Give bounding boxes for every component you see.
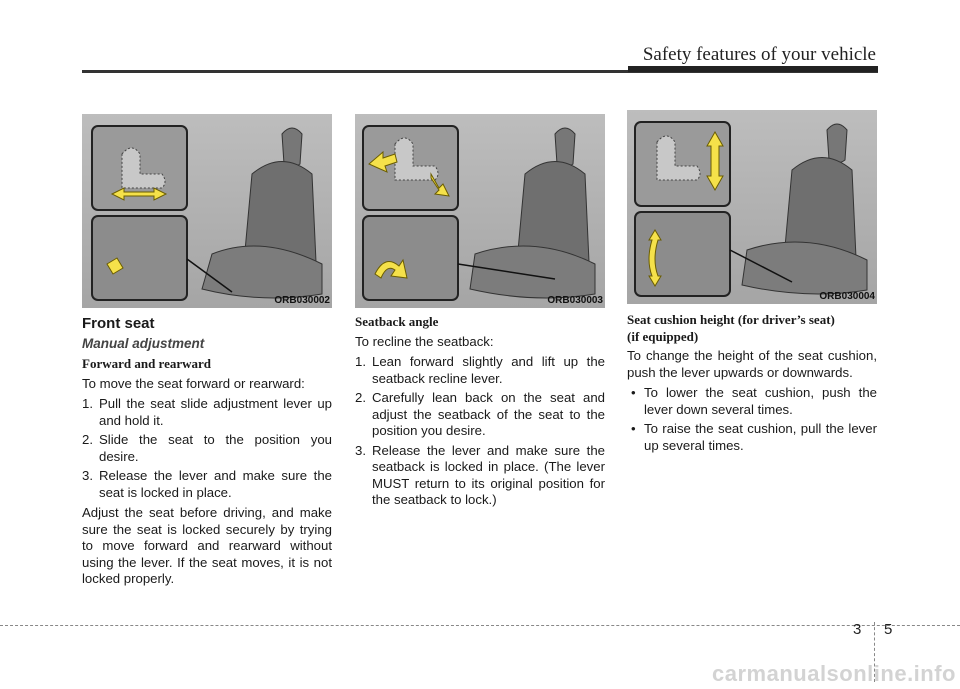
steps-list: 1.Lean forward slightly and lift up the …: [355, 354, 605, 509]
watermark: carmanualsonline.info: [712, 661, 956, 686]
header-rule: [82, 70, 878, 73]
steps-list: 1.Pull the seat slide adjustment lever u…: [82, 396, 332, 501]
figure-seat-slide: ORB030002: [82, 114, 332, 308]
list-item: 2.Carefully lean back on the seat and ad…: [355, 390, 605, 438]
header-rule-accent: [628, 66, 878, 72]
list-item: 1.Lean forward slightly and lift up the …: [355, 354, 605, 386]
column-cushion-height: ORB030004 Seat cushion height (for drive…: [627, 110, 877, 458]
subsection-heading: Forward and rearward: [82, 356, 212, 371]
figure-code: ORB030003: [547, 295, 603, 306]
section-title: Front seat: [82, 315, 155, 332]
list-item: 3.Release the lever and make sure the se…: [355, 442, 605, 508]
chapter-number: 3: [853, 621, 862, 638]
bullet-list: •To lower the seat cushion, push the lev…: [627, 385, 877, 454]
subsection-heading-note: (if equipped): [627, 328, 699, 344]
figure-seatback-recline: ORB030003: [355, 114, 605, 308]
page-number: 5: [884, 621, 893, 638]
column-forward-rearward: ORB030002 Front seat Manual adjustment F…: [82, 114, 332, 592]
list-item: •To lower the seat cushion, push the lev…: [631, 385, 877, 417]
intro-text: To recline the seatback:: [355, 333, 494, 349]
list-item: •To raise the seat cushion, pull the lev…: [631, 421, 877, 453]
cushion-height-illustration: [634, 121, 868, 297]
intro-text: To change the height of the seat cushion…: [627, 348, 877, 380]
figure-code: ORB030002: [274, 295, 330, 306]
page-number-divider: [874, 622, 876, 682]
figure-cushion-height: ORB030004: [627, 110, 877, 304]
header-title: Safety features of your vehicle: [642, 44, 876, 65]
column-seatback-angle: ORB030003 Seatback angle To recline the …: [355, 114, 605, 513]
subsection-heading: Seat cushion height (for driver’s seat): [627, 312, 835, 327]
list-item: 2.Slide the seat to the position you des…: [82, 432, 332, 464]
seat-slide-illustration: [91, 125, 323, 301]
footer-rule: [0, 625, 960, 626]
list-item: 3.Release the lever and make sure the se…: [82, 468, 332, 500]
figure-code: ORB030004: [819, 291, 875, 302]
list-item: 1.Pull the seat slide adjustment lever u…: [82, 396, 332, 428]
subsection-heading: Seatback angle: [355, 314, 439, 329]
seatback-recline-illustration: [362, 125, 596, 301]
note-text: Adjust the seat before driving, and make…: [82, 505, 332, 586]
sub-title: Manual adjustment: [82, 335, 205, 351]
intro-text: To move the seat forward or rearward:: [82, 375, 305, 391]
